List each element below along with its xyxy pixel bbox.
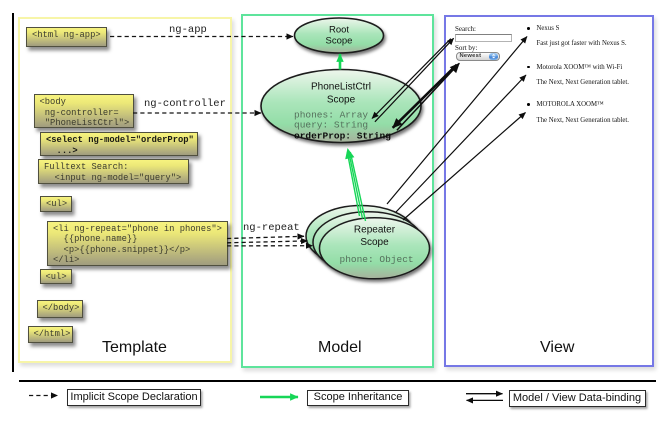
svg-text:Scope: Scope [360, 237, 389, 248]
svg-text:phone: Object: phone: Object [340, 254, 414, 265]
svg-text:Scope: Scope [327, 95, 356, 106]
svg-text:phones: Array: phones: Array [294, 110, 368, 121]
svg-text:PhoneListCtrl: PhoneListCtrl [311, 82, 371, 93]
svg-text:query: String: query: String [294, 120, 368, 131]
svg-text:Repeater: Repeater [354, 225, 396, 236]
svg-text:Scope: Scope [326, 36, 353, 47]
svg-text:orderProp: String: orderProp: String [294, 131, 391, 142]
svg-text:Root: Root [329, 25, 349, 36]
